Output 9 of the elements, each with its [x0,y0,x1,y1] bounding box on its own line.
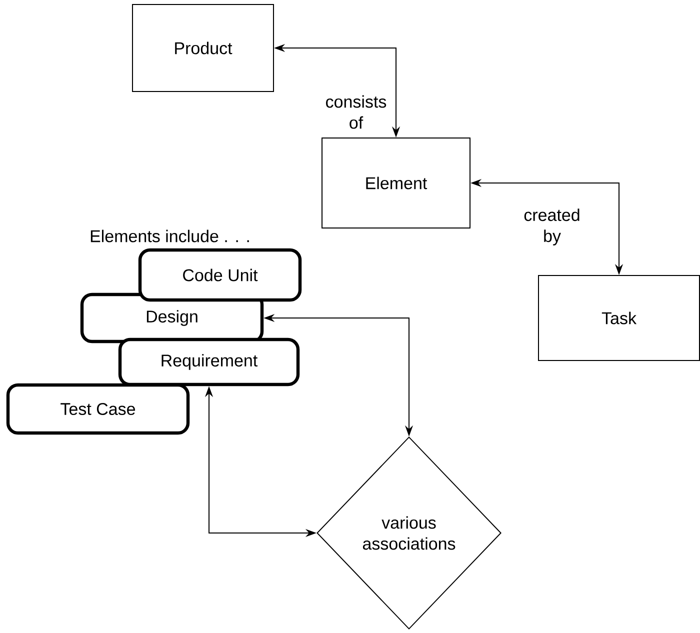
element-box: Test Case [6,383,190,435]
element-box: Requirement [118,338,300,386]
process-box: Product [132,4,274,92]
edge-label: created by [520,208,584,246]
process-box: Element [322,138,470,228]
caption-text: Elements include . . . [90,230,249,242]
edge-label: consists of [324,94,388,130]
process-box: Task [538,275,700,361]
element-box: Code Unit [138,248,302,302]
